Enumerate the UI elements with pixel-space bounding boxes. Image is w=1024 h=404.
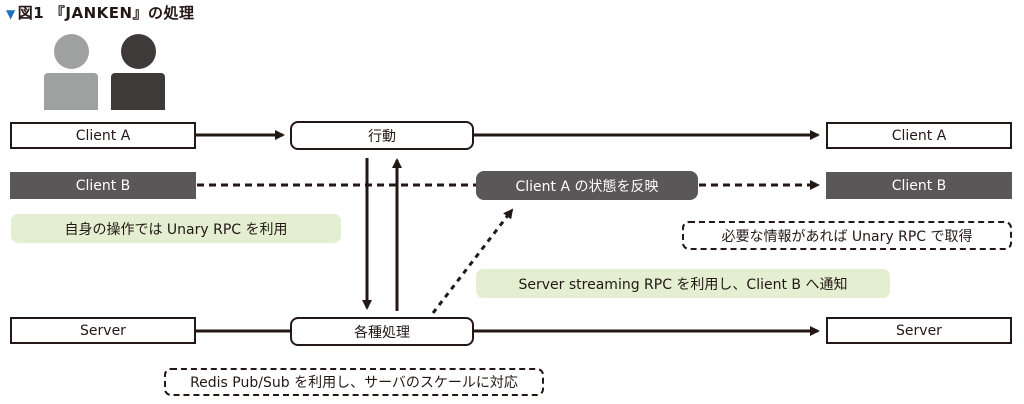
- processing-box: 各種処理: [290, 317, 474, 346]
- client-b-left-box: Client B: [10, 172, 196, 199]
- server-left-label: Server: [80, 322, 126, 339]
- action-box: 行動: [290, 121, 474, 150]
- user-icon-a: [44, 34, 98, 110]
- user-b-head: [121, 34, 156, 69]
- user-a-head: [54, 34, 89, 69]
- note-redis: Redis Pub/Sub を利用し、サーバのスケールに対応: [164, 368, 544, 396]
- note-server-streaming: Server streaming RPC を利用し、Client B へ通知: [476, 269, 890, 298]
- note-unary-fetch: 必要な情報があれば Unary RPC で取得: [682, 221, 1012, 250]
- user-icon-b: [111, 34, 165, 110]
- client-a-left-box: Client A: [10, 122, 196, 149]
- client-b-right-box: Client B: [826, 172, 1012, 199]
- user-a-body: [44, 73, 98, 110]
- client-b-right-label: Client B: [891, 177, 947, 194]
- triangle-marker-icon: ▼: [6, 7, 16, 21]
- reflect-state-label: Client A の状態を反映: [515, 178, 659, 195]
- note-unary-own-text: 自身の操作では Unary RPC を利用: [64, 221, 288, 238]
- client-a-right-box: Client A: [826, 122, 1012, 149]
- user-b-body: [111, 73, 165, 110]
- server-left-box: Server: [10, 317, 196, 344]
- action-label: 行動: [368, 128, 396, 145]
- note-redis-text: Redis Pub/Sub を利用し、サーバのスケールに対応: [190, 375, 518, 391]
- reflect-state-box: Client A の状態を反映: [476, 171, 698, 200]
- dotted-arrow-processing-to-reflect: [431, 208, 514, 314]
- note-server-streaming-text: Server streaming RPC を利用し、Client B へ通知: [518, 276, 848, 293]
- note-unary-own: 自身の操作では Unary RPC を利用: [11, 214, 341, 243]
- processing-label: 各種処理: [354, 324, 410, 341]
- server-right-label: Server: [896, 322, 942, 339]
- note-unary-fetch-text: 必要な情報があれば Unary RPC で取得: [721, 228, 973, 245]
- client-a-left-label: Client A: [75, 127, 131, 144]
- client-b-left-label: Client B: [75, 177, 131, 194]
- figure-title-text: 図1 『JANKEN』の処理: [17, 4, 195, 22]
- figure-title: ▼図1 『JANKEN』の処理: [6, 2, 195, 23]
- server-right-box: Server: [826, 317, 1012, 344]
- client-a-right-label: Client A: [891, 127, 947, 144]
